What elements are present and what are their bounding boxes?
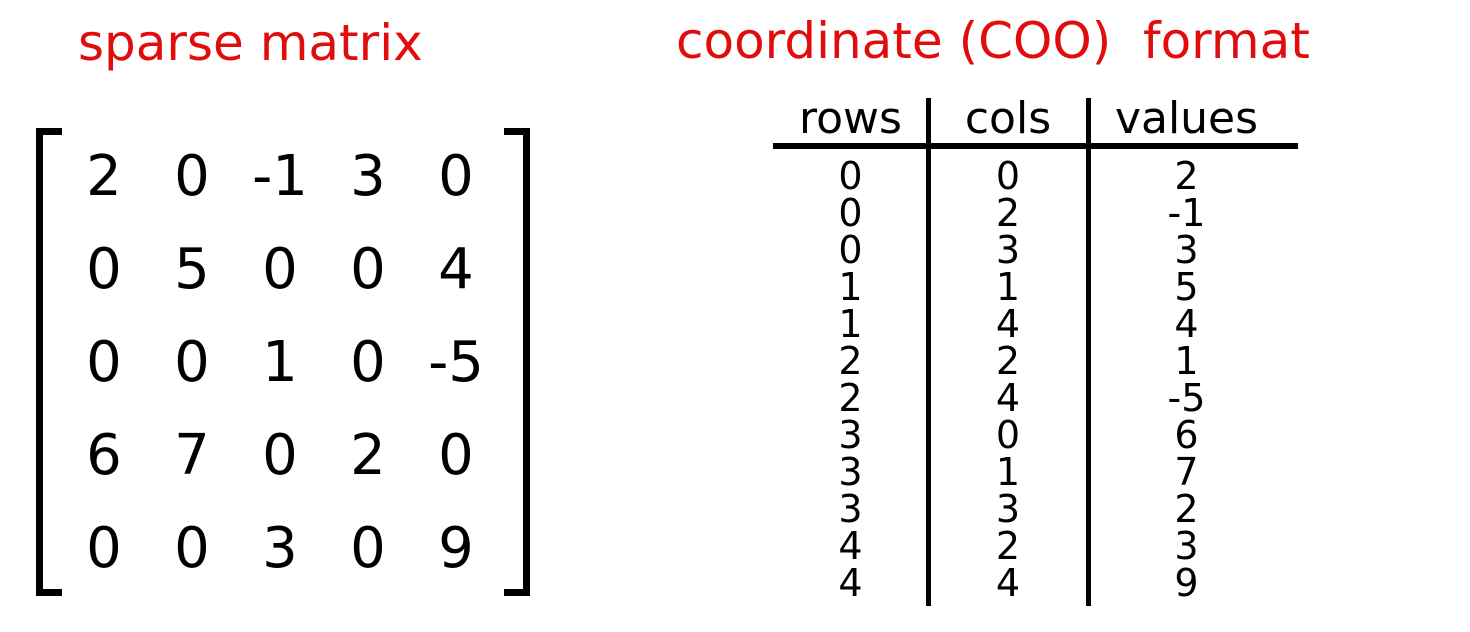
matrix-cell: -5 [428, 329, 484, 395]
coo-table-panel: rows cols values 0 0 0 1 1 2 2 3 3 3 4 4… [760, 0, 1320, 632]
bracket-serif-top [36, 128, 62, 135]
matrix-cell: 2 [86, 143, 122, 209]
bracket-serif-bottom [36, 589, 62, 596]
coo-cell-value: 7 [1174, 449, 1199, 494]
coo-cell-value: 4 [1174, 301, 1199, 346]
matrix-cell: 9 [438, 516, 474, 582]
coo-cell-value: 6 [1174, 412, 1199, 457]
coo-cell-row: 4 [838, 523, 863, 568]
coo-table-header-row: rows cols values [773, 96, 1285, 144]
bracket-serif-bottom [504, 589, 530, 596]
coo-cell-row: 4 [838, 560, 863, 605]
matrix-cell: 0 [174, 329, 210, 395]
matrix-cell: 0 [86, 516, 122, 582]
coo-cell-col: 2 [995, 523, 1021, 568]
matrix-cell: 3 [350, 143, 386, 209]
matrix-cell: 0 [438, 143, 474, 209]
coo-header-underline [773, 143, 1298, 149]
coo-cell-row: 3 [838, 449, 863, 494]
matrix-cell: 3 [262, 516, 298, 582]
coo-cell-col: 0 [995, 153, 1021, 198]
coo-cell-row: 0 [838, 153, 863, 198]
coo-cell-col: 3 [995, 486, 1021, 531]
coo-cell-row: 2 [838, 338, 863, 383]
coo-cell-value: 5 [1174, 264, 1199, 309]
coo-cell-col: 3 [995, 227, 1021, 272]
matrix-cell: -1 [252, 143, 308, 209]
matrix-cell: 6 [86, 423, 122, 489]
coo-table-body: 0 0 0 1 1 2 2 3 3 3 4 4 0 2 3 1 4 2 4 0 … [773, 153, 1285, 605]
coo-cell-row: 3 [838, 486, 863, 531]
coo-cell-row: 0 [838, 190, 863, 235]
coo-header-cols: cols [964, 93, 1052, 144]
matrix-left-bracket [36, 128, 66, 596]
matrix-right-bracket [500, 128, 530, 596]
coo-cell-row: 1 [838, 264, 863, 309]
coo-cell-row: 0 [838, 227, 863, 272]
coo-cell-value: 2 [1174, 486, 1199, 531]
matrix-cell: 0 [350, 329, 386, 395]
coo-column-values: 2 -1 3 5 4 1 -5 6 7 2 3 9 [1088, 153, 1285, 605]
sparse-matrix-panel: 2 0 -1 3 0 0 5 0 0 4 0 0 1 0 -5 6 7 0 2 … [0, 0, 600, 632]
coo-cell-value: 2 [1174, 153, 1199, 198]
coo-cell-value: 1 [1174, 338, 1199, 383]
coo-column-divider-1 [926, 98, 931, 606]
matrix-cell: 0 [86, 236, 122, 302]
matrix-cell: 7 [174, 423, 210, 489]
matrix-cell: 0 [262, 423, 298, 489]
coo-cell-row: 1 [838, 301, 863, 346]
coo-cell-value: 3 [1174, 227, 1199, 272]
coo-column-divider-2 [1086, 98, 1091, 606]
matrix-cell: 5 [174, 236, 210, 302]
coo-cell-value: 9 [1174, 560, 1199, 605]
coo-column-cols: 0 2 3 1 4 2 4 0 1 3 2 4 [928, 153, 1088, 605]
coo-header-values: values [1114, 93, 1259, 144]
matrix-cell: 0 [86, 329, 122, 395]
coo-column-rows: 0 0 0 1 1 2 2 3 3 3 4 4 [773, 153, 928, 605]
coo-cell-value: -5 [1167, 375, 1206, 420]
sparse-matrix-title: sparse matrix [78, 14, 423, 72]
matrix-cell: 0 [174, 143, 210, 209]
matrix-cell: 0 [350, 516, 386, 582]
matrix-cell: 0 [350, 236, 386, 302]
bracket-stem [36, 128, 43, 596]
coo-cell-col: 2 [995, 338, 1021, 383]
coo-cell-value: 3 [1174, 523, 1199, 568]
coo-header-rows: rows [799, 93, 902, 144]
coo-cell-col: 4 [995, 560, 1021, 605]
coo-cell-col: 0 [995, 412, 1021, 457]
coo-format-title: coordinate (COO) format [676, 12, 1310, 70]
matrix-cell: 0 [438, 423, 474, 489]
coo-cell-row: 2 [838, 375, 863, 420]
matrix-cell: 0 [174, 516, 210, 582]
matrix-cell: 4 [438, 236, 474, 302]
coo-cell-row: 3 [838, 412, 863, 457]
coo-cell-value: -1 [1167, 190, 1206, 235]
matrix-cell: 2 [350, 423, 386, 489]
coo-cell-col: 4 [995, 375, 1021, 420]
bracket-serif-top [504, 128, 530, 135]
matrix-grid: 2 0 -1 3 0 0 5 0 0 4 0 0 1 0 -5 6 7 0 2 … [60, 130, 500, 596]
coo-cell-col: 1 [995, 449, 1021, 494]
coo-cell-col: 1 [995, 264, 1021, 309]
bracket-stem [523, 128, 530, 596]
coo-cell-col: 4 [995, 301, 1021, 346]
matrix-cell: 0 [262, 236, 298, 302]
coo-cell-col: 2 [995, 190, 1021, 235]
matrix-cell: 1 [262, 329, 298, 395]
